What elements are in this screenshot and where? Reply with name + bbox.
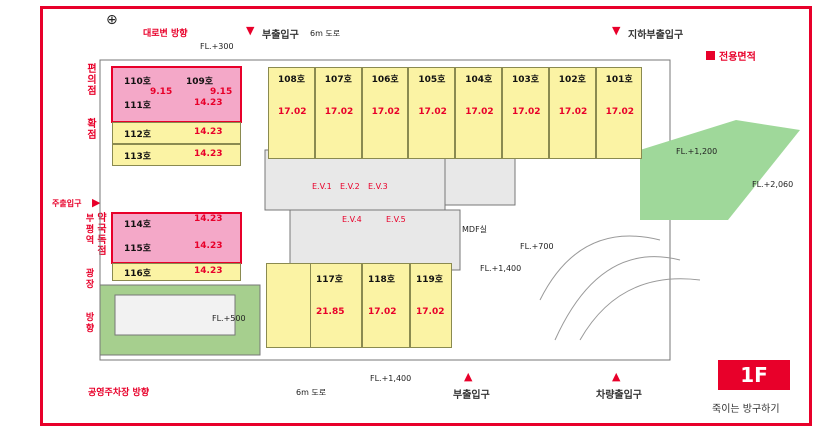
unit-top-area: 17.02 bbox=[371, 107, 401, 117]
fl-label: FL.+1,400 bbox=[370, 374, 412, 383]
unit-top-area: 17.02 bbox=[418, 107, 447, 117]
unit-top-6[interactable] bbox=[502, 67, 549, 159]
fl-label: FL.+2,060 bbox=[752, 180, 794, 189]
unit-top-name: 102호 bbox=[558, 75, 586, 85]
arrow-down-icon: ▼ bbox=[246, 24, 255, 37]
main-entrance-label: 주출입구 bbox=[52, 199, 82, 208]
ev-label: E.V.4 bbox=[342, 215, 362, 224]
ev-label: E.V.2 bbox=[340, 182, 360, 191]
fl-label: FL.+700 bbox=[520, 242, 554, 251]
unit-115-name: 115호 bbox=[124, 244, 152, 254]
unit-top-name: 104호 bbox=[465, 75, 493, 85]
unit-top-1[interactable] bbox=[268, 67, 315, 159]
top-basement-entrance: 지하부출입구 bbox=[628, 30, 684, 41]
direction-top: 대로변 방향 bbox=[143, 29, 188, 39]
unit-116-area: 14.23 bbox=[194, 266, 223, 276]
arrow-up-icon: ▲ bbox=[464, 370, 473, 383]
unit-top-name: 101호 bbox=[605, 75, 633, 85]
unit-top-3[interactable] bbox=[361, 67, 409, 159]
fl-label: FL.+1,400 bbox=[480, 264, 522, 273]
unit-112-name: 112호 bbox=[124, 130, 152, 140]
unit-bottom-area: 17.02 bbox=[416, 307, 445, 317]
unit-113[interactable] bbox=[112, 144, 241, 166]
unit-111-area: 14.23 bbox=[194, 98, 223, 108]
unit-top-name: 103호 bbox=[512, 75, 540, 85]
unit-bottom-name: 117호 bbox=[316, 275, 344, 285]
unit-112-area: 14.23 bbox=[194, 127, 223, 137]
unit-bottom-area: 17.02 bbox=[368, 307, 397, 317]
unit-114-name: 114호 bbox=[124, 220, 152, 230]
plan-lines bbox=[99, 59, 701, 361]
unit-116[interactable] bbox=[112, 263, 241, 281]
arrow-right-icon: ▶ bbox=[92, 196, 101, 209]
unit-top-area: 17.02 bbox=[558, 107, 588, 117]
unit-109-area: 9.15 bbox=[210, 87, 233, 97]
unit-bottom-1[interactable] bbox=[310, 263, 362, 348]
unit-115-area: 14.23 bbox=[194, 241, 223, 251]
unit-top-name: 105호 bbox=[418, 75, 446, 85]
unit-top-area: 17.02 bbox=[278, 107, 307, 117]
unit-110-area: 9.15 bbox=[150, 87, 173, 97]
unit-bottom-area: 21.85 bbox=[316, 307, 345, 317]
unit-116-name: 116호 bbox=[124, 269, 152, 279]
unit-bottom-name: 119호 bbox=[416, 275, 444, 285]
unit-114-area: 14.23 bbox=[194, 214, 223, 224]
ev-label: E.V.5 bbox=[386, 215, 406, 224]
bottom-sub-entrance: 부출입구 bbox=[453, 390, 490, 401]
unit-top-area: 17.02 bbox=[512, 107, 541, 117]
unit-top-name: 108호 bbox=[278, 75, 306, 85]
unit-110-name: 110호 bbox=[124, 77, 152, 87]
north-arrow-icon: ⊕ bbox=[106, 12, 118, 28]
unit-113-name: 113호 bbox=[124, 152, 152, 162]
bottom-car-entrance: 차량출입구 bbox=[596, 390, 642, 401]
unit-113-area: 14.23 bbox=[194, 149, 223, 159]
unit-top-2[interactable] bbox=[314, 67, 362, 159]
unit-top-name: 107호 bbox=[324, 75, 352, 85]
unit-top-7[interactable] bbox=[548, 67, 596, 159]
fl-label: FL.+300 bbox=[200, 42, 234, 51]
legend-swatch bbox=[706, 51, 715, 60]
floor-badge: 1F bbox=[718, 360, 790, 390]
unit-top-4[interactable] bbox=[408, 67, 456, 159]
road-top-label: 6m 도로 bbox=[310, 29, 341, 38]
direction-bottom: 공영주차장 방향 bbox=[88, 388, 150, 398]
arrow-up-icon: ▲ bbox=[612, 370, 621, 383]
unit-bottom-2[interactable] bbox=[362, 263, 410, 348]
legend: 전용면적 bbox=[706, 48, 756, 63]
unit-top-name: 106호 bbox=[371, 75, 399, 85]
mdf-room: MDF실 bbox=[462, 225, 488, 234]
unit-top-area: 17.02 bbox=[324, 107, 354, 117]
unit-top-8[interactable] bbox=[595, 67, 643, 159]
top-sub-entrance: 부출입구 bbox=[262, 30, 299, 41]
arrow-down-icon: ▼ bbox=[612, 24, 621, 37]
ev-label: E.V.1 bbox=[312, 182, 332, 191]
fl-label: FL.+500 bbox=[212, 314, 246, 323]
unit-bottom-3[interactable] bbox=[410, 263, 452, 348]
unit-111-name: 111호 bbox=[124, 101, 152, 111]
road-bottom-label: 6m 도로 bbox=[296, 388, 327, 397]
unit-top-5[interactable] bbox=[455, 67, 502, 159]
ev-label: E.V.3 bbox=[368, 182, 388, 191]
unit-top-area: 17.02 bbox=[465, 107, 494, 117]
watermark: 죽이는 방구하기 bbox=[712, 404, 780, 415]
legend-label: 전용면적 bbox=[719, 52, 756, 63]
fl-label: FL.+1,200 bbox=[676, 147, 718, 156]
unit-112[interactable] bbox=[112, 122, 241, 144]
unit-109-name: 109호 bbox=[186, 77, 214, 87]
unit-top-area: 17.02 bbox=[605, 107, 635, 117]
unit-bottom-name: 118호 bbox=[368, 275, 396, 285]
